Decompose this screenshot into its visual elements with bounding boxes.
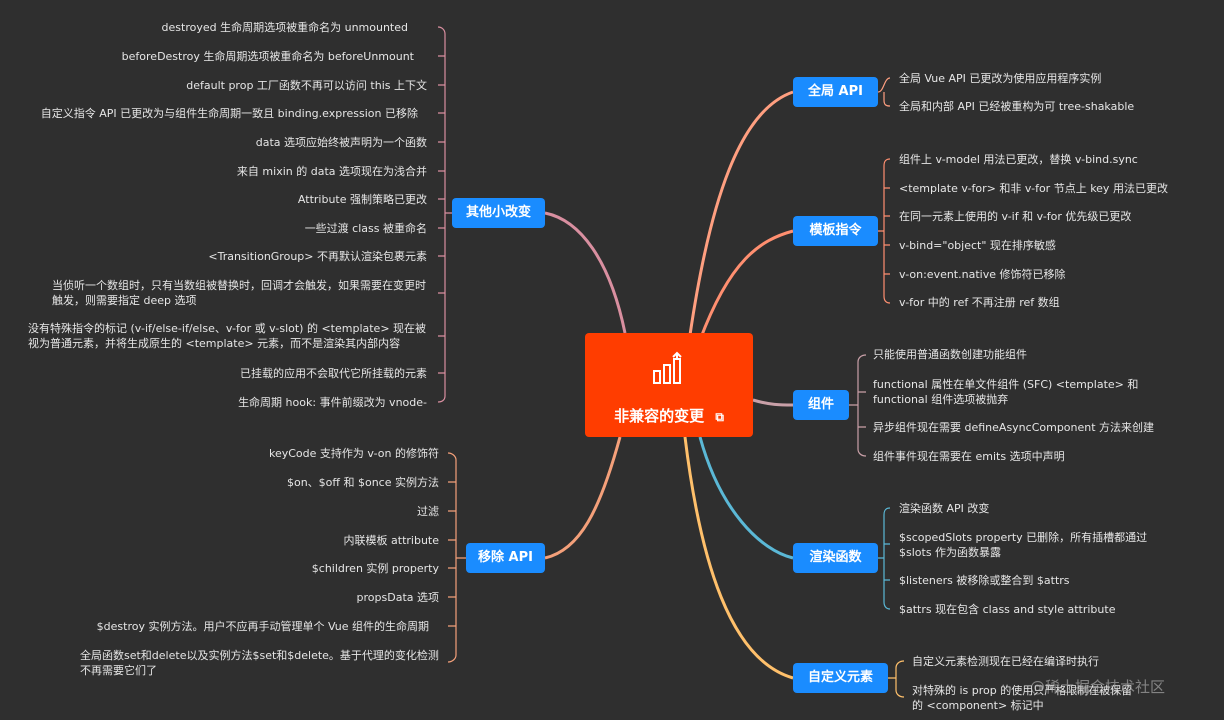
leaf-removed-7: 全局函数set和delete以及实例方法$set和$delete。基于代理的变化… xyxy=(80,649,439,677)
line-components xyxy=(752,398,794,407)
line-global-api xyxy=(688,90,794,336)
leaf-misc-4: data 选项应始终被声明为一个函数 xyxy=(255,136,427,149)
leaf-render-2: $listeners 被移除或整合到 $attrs xyxy=(899,574,1070,587)
leaf-misc-7: 一些过渡 class 被重命名 xyxy=(304,222,427,235)
leaf-custom-1: 对特殊的 is prop 的使用只严格限制在被保留的 <component> 标… xyxy=(912,684,1133,712)
leaf-components-2: 异步组件现在需要 defineAsyncComponent 方法来创建 xyxy=(873,421,1155,434)
leaf-template-3: v-bind="object" 现在排序敏感 xyxy=(899,239,1056,252)
leaf-template-2: 在同一元素上使用的 v-if 和 v-for 优先级已更改 xyxy=(899,210,1132,223)
link-icon: ⧉ xyxy=(715,410,724,424)
bracket-template xyxy=(878,158,891,304)
bracket-custom xyxy=(888,660,905,698)
leaf-render-3: $attrs 现在包含 class and style attribute xyxy=(899,603,1116,616)
leaf-removed-5: propsData 选项 xyxy=(356,591,439,604)
line-render xyxy=(698,436,794,560)
branch-render[interactable]: 渲染函数 xyxy=(793,543,878,573)
bracket-removed xyxy=(447,452,466,663)
bracket-misc xyxy=(437,26,452,403)
leaf-misc-8: <TransitionGroup> 不再默认渲染包裹元素 xyxy=(208,250,427,263)
leaf-template-1: <template v-for> 和非 v-for 节点上 key 用法已更改 xyxy=(899,182,1168,195)
leaf-removed-0: keyCode 支持作为 v-on 的修饰符 xyxy=(269,447,439,460)
line-template xyxy=(698,229,794,341)
branch-components[interactable]: 组件 xyxy=(793,390,849,420)
branch-global-api[interactable]: 全局 API xyxy=(793,77,878,107)
branch-misc[interactable]: 其他小改变 xyxy=(452,198,545,228)
leaf-misc-11: 已挂载的应用不会取代它所挂载的元素 xyxy=(240,367,427,380)
branch-custom-elements[interactable]: 自定义元素 xyxy=(793,663,888,693)
leaf-components-1: functional 属性在单文件组件 (SFC) <template> 和 f… xyxy=(873,378,1139,406)
leaf-misc-5: 来自 mixin 的 data 选项现在为浅合并 xyxy=(236,165,427,178)
bracket-global-api xyxy=(877,77,891,107)
line-misc xyxy=(544,211,627,334)
leaf-removed-2: 过滤 xyxy=(417,505,439,518)
line-custom-elements xyxy=(683,436,794,680)
leaf-misc-9: 当侦听一个数组时，只有当数组被替换时，回调才会触发，如果需要在变更时触发，则需要… xyxy=(52,279,426,307)
leaf-removed-4: $children 实例 property xyxy=(311,562,439,575)
leaf-misc-10: 没有特殊指令的标记 (v-if/else-if/else、v-for 或 v-s… xyxy=(28,322,427,350)
leaf-misc-0: destroyed 生命周期选项被重命名为 unmounted xyxy=(161,21,408,34)
branch-template[interactable]: 模板指令 xyxy=(793,216,878,246)
leaf-global-api-1: 全局和内部 API 已经被重构为可 tree-shakable xyxy=(899,100,1135,113)
leaf-components-3: 组件事件现在需要在 emits 选项中声明 xyxy=(873,450,1065,463)
leaf-misc-12: 生命周期 hook: 事件前缀改为 vnode- xyxy=(238,396,427,409)
center-title: 非兼容的变更 ⧉ xyxy=(614,407,724,425)
leaf-removed-3: 内联模板 attribute xyxy=(343,534,439,547)
leaf-misc-6: Attribute 强制策略已更改 xyxy=(297,193,427,206)
leaf-components-0: 只能使用普通函数创建功能组件 xyxy=(873,348,1027,361)
bracket-components xyxy=(849,354,867,457)
leaf-custom-0: 自定义元素检测现在已经在编译时执行 xyxy=(912,655,1099,668)
leaf-misc-2: default prop 工厂函数不再可以访问 this 上下文 xyxy=(186,79,427,92)
leaf-misc-3: 自定义指令 API 已更改为与组件生命周期一致且 binding.express… xyxy=(40,107,418,120)
leaf-removed-6: $destroy 实例方法。用户不应再手动管理单个 Vue 组件的生命周期 xyxy=(96,620,429,633)
branch-removed[interactable]: 移除 API xyxy=(466,543,545,573)
leaf-template-4: v-on:event.native 修饰符已移除 xyxy=(899,268,1066,281)
leaf-misc-1: beforeDestroy 生命周期选项被重命名为 beforeUnmount xyxy=(121,50,414,63)
leaf-render-0: 渲染函数 API 改变 xyxy=(899,502,990,515)
watermark: @稀土掘金技术社区 xyxy=(1030,678,1166,696)
leaf-render-1: $scopedSlots property 已删除，所有插槽都通过 $slots… xyxy=(899,531,1148,559)
line-removed xyxy=(544,436,622,560)
leaf-global-api-0: 全局 Vue API 已更改为使用应用程序实例 xyxy=(899,72,1102,85)
bracket-render xyxy=(878,507,891,610)
leaf-template-5: v-for 中的 ref 不再注册 ref 数组 xyxy=(899,296,1060,309)
leaf-removed-1: $on、$off 和 $once 实例方法 xyxy=(286,476,439,489)
chart-growth-icon xyxy=(653,351,682,384)
center-node[interactable]: 非兼容的变更 ⧉ xyxy=(585,333,753,437)
leaf-template-0: 组件上 v-model 用法已更改，替换 v-bind.sync xyxy=(899,153,1138,166)
